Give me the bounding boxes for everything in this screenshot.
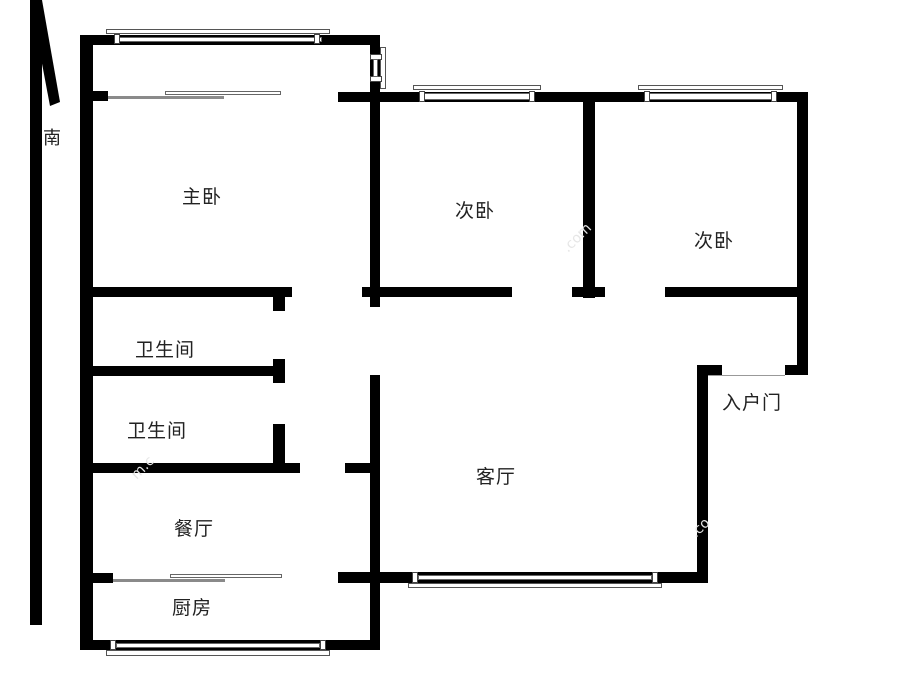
room-label-master-bedroom: 主卧 bbox=[182, 186, 223, 208]
wall-mid-1-stub bbox=[273, 287, 285, 311]
wall-mid-2 bbox=[362, 287, 512, 297]
room-label-second-bedroom-2: 次卧 bbox=[694, 230, 735, 252]
window-living bbox=[408, 572, 662, 588]
wall-top-right bbox=[338, 92, 808, 102]
wall-entry-right-cap bbox=[785, 365, 808, 375]
wall-living-right bbox=[697, 365, 708, 583]
wall-living-left bbox=[370, 375, 380, 650]
room-label-kitchen: 厨房 bbox=[172, 597, 213, 619]
room-label-living-room: 客厅 bbox=[476, 466, 517, 488]
entrance-door-line bbox=[708, 375, 785, 376]
wall-master-right bbox=[370, 35, 380, 307]
wall-outer-right bbox=[797, 92, 808, 375]
window-bedroom-2 bbox=[638, 85, 783, 102]
wall-bath-bottom-stub bbox=[345, 463, 380, 473]
window-kitchen bbox=[106, 640, 330, 656]
wall-bath-bottom bbox=[80, 463, 300, 473]
wall-bath-divider bbox=[80, 366, 285, 376]
watermark: .co bbox=[687, 515, 714, 541]
sliding-door-master-a bbox=[165, 91, 281, 95]
wall-mid-4 bbox=[665, 287, 808, 297]
wall-entry-left-cap bbox=[697, 365, 722, 375]
room-label-second-bedroom-1: 次卧 bbox=[455, 200, 496, 222]
wall-outer-left bbox=[80, 35, 93, 650]
window-master-side bbox=[370, 47, 386, 89]
compass-label: 南 bbox=[43, 128, 62, 149]
window-bedroom-1 bbox=[413, 85, 541, 102]
compass-arrow-shaft bbox=[30, 0, 42, 625]
compass-arrow-icon bbox=[30, 0, 60, 106]
room-label-entrance-door: 入户门 bbox=[722, 392, 783, 414]
sliding-door-master-b bbox=[108, 96, 224, 99]
room-label-bathroom-1: 卫生间 bbox=[135, 339, 196, 361]
wall-bedroom-partition bbox=[583, 92, 595, 298]
sliding-door-kitchen-a bbox=[170, 574, 282, 578]
wall-bath-divider-stub bbox=[273, 359, 285, 383]
window-master bbox=[106, 29, 330, 45]
room-label-dining-room: 餐厅 bbox=[174, 518, 215, 540]
wall-master-stub bbox=[80, 91, 108, 101]
room-label-bathroom-2: 卫生间 bbox=[127, 420, 188, 442]
sliding-door-kitchen-b bbox=[113, 579, 225, 582]
wall-bath2-right bbox=[273, 424, 285, 470]
wall-mid-1 bbox=[80, 287, 292, 297]
watermark: m.c bbox=[128, 453, 158, 483]
wall-mid-3 bbox=[572, 287, 605, 297]
wall-kitchen-left-stub bbox=[80, 573, 113, 583]
